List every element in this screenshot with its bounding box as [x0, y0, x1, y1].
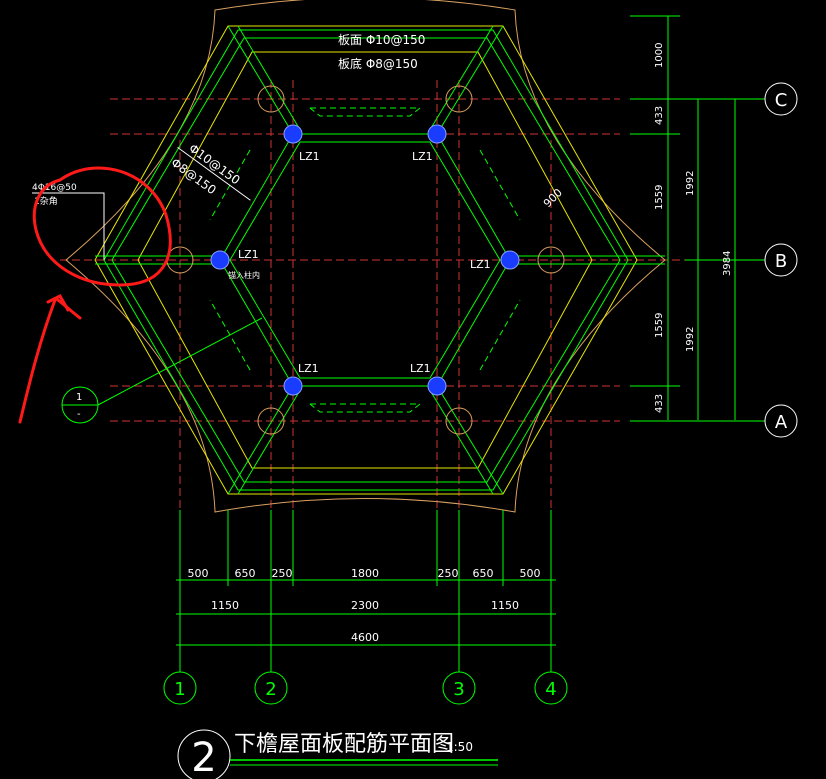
anchor-note: 锚入柱内 — [228, 270, 260, 280]
column-label: LZ1 — [410, 362, 431, 375]
section-marker: 1 - — [61, 317, 263, 424]
axis-bubble-a — [764, 404, 798, 438]
edge-rebar-leader — [32, 192, 105, 260]
axis-bubble-c — [764, 82, 798, 116]
axis-letters: C B A — [775, 90, 788, 433]
column-lz1 — [427, 124, 447, 144]
dim-250-left: 250 — [272, 567, 293, 580]
rebar-dashed — [309, 403, 422, 413]
column-label: LZ1 — [412, 150, 433, 163]
edge-rebar: 4Φ16@50 — [32, 183, 77, 193]
markup-circle — [32, 166, 172, 287]
post-circle — [537, 246, 565, 274]
column-lz1 — [210, 250, 230, 270]
column-lz1 — [283, 124, 303, 144]
axis-letter-c: C — [775, 90, 788, 111]
axis-number-1: 1 — [174, 679, 185, 700]
column-label: LZ1 — [238, 248, 259, 261]
dim-1150-right: 1150 — [491, 599, 519, 612]
title-number-circle — [177, 729, 231, 779]
right-dim-texts: 1000 433 1559 1559 433 1992 1992 3984 — [654, 43, 733, 413]
column-lz1 — [283, 376, 303, 396]
slab-top-rebar: 板面 Φ10@150 — [338, 33, 425, 47]
bottom-dimensions — [176, 510, 556, 672]
ridge-beam — [227, 385, 294, 495]
markup-annotation — [18, 166, 172, 424]
dim-3984: 3984 — [722, 251, 733, 276]
axis-numbers: 1 2 3 4 — [174, 679, 556, 700]
dim-1559-bottom: 1559 — [654, 313, 665, 338]
dim-4600: 4600 — [351, 631, 379, 644]
ridge-beam — [436, 25, 504, 135]
column-label: LZ1 — [298, 362, 319, 375]
edge-rebar-note: 1杂角 — [34, 195, 58, 207]
dim-500-right: 500 — [520, 567, 541, 580]
post-circle — [257, 85, 285, 113]
axis-bubble-3 — [442, 671, 476, 705]
dim-1992-bottom: 1992 — [685, 327, 696, 352]
axis-number-4: 4 — [545, 679, 556, 700]
dim-1000: 1000 — [654, 43, 665, 68]
post-circle — [445, 85, 473, 113]
dim-650-right: 650 — [473, 567, 494, 580]
column-lz1 — [500, 250, 520, 270]
right-dimensions — [630, 15, 765, 422]
inner-hexagon — [137, 51, 593, 469]
column-label: LZ1 — [299, 150, 320, 163]
rebar-dashed — [479, 299, 521, 371]
ridge-beam — [430, 391, 494, 495]
columns — [210, 124, 520, 396]
dim-650-left: 650 — [235, 567, 256, 580]
column-label: LZ1 — [470, 258, 491, 271]
drawing-scale: 1:50 — [446, 740, 473, 754]
axis-number-3: 3 — [453, 679, 464, 700]
dim-900: 900 — [541, 186, 565, 210]
dim-500-left: 500 — [188, 567, 209, 580]
dim-1992-top: 1992 — [685, 171, 696, 196]
dim-250-right: 250 — [438, 567, 459, 580]
ridge-beam — [237, 25, 300, 129]
dim-1150-left: 1150 — [211, 599, 239, 612]
post-circle — [257, 407, 285, 435]
axis-number-bubbles — [163, 671, 568, 705]
column-labels: LZ1 LZ1 LZ1 LZ1 LZ1 LZ1 — [238, 150, 491, 375]
dim-433-bottom: 433 — [654, 394, 665, 413]
eave-outline — [65, 0, 666, 513]
axis-letter-a: A — [775, 412, 788, 433]
section-number: 1 — [76, 392, 82, 403]
rebar-dashed — [309, 107, 422, 117]
column-lz1 — [427, 376, 447, 396]
dim-1800: 1800 — [351, 567, 379, 580]
dim-900-group: 900 — [541, 186, 565, 210]
inner-opening — [229, 141, 501, 379]
axis-bubble-b — [764, 243, 798, 277]
section-leader — [97, 317, 263, 406]
axis-bubble-2 — [254, 671, 288, 705]
title-number: 2 — [191, 735, 216, 779]
axis-bubble-4 — [534, 671, 568, 705]
axis-letter-b: B — [775, 251, 787, 272]
drawing-title-block: 2 下檐屋面板配筋平面图 1:50 — [177, 729, 498, 779]
ridge-beam — [227, 25, 294, 135]
axis-number-2: 2 — [265, 679, 276, 700]
ridge-beam — [237, 391, 300, 495]
dim-433-top: 433 — [654, 106, 665, 125]
markup-arrow — [18, 294, 82, 424]
slab-bottom-rebar: 板底 Φ8@150 — [338, 56, 418, 71]
drawing-title: 下檐屋面板配筋平面图 — [234, 732, 454, 757]
dim-2300: 2300 — [351, 599, 379, 612]
section-sheet: - — [77, 409, 81, 420]
rebar-dashed — [479, 149, 521, 221]
ridge-beam — [436, 385, 504, 495]
post-circle — [445, 407, 473, 435]
axis-grid — [60, 80, 760, 520]
axis-bubble-1 — [163, 671, 197, 705]
ridge-beam — [430, 25, 494, 129]
axis-letter-bubbles — [764, 82, 798, 438]
bottom-dim-texts: 500 650 250 1800 250 650 500 1150 2300 1… — [188, 567, 541, 644]
dim-1559-top: 1559 — [654, 185, 665, 210]
beam-hexagon — [111, 37, 621, 483]
rebar-leader — [177, 146, 251, 201]
